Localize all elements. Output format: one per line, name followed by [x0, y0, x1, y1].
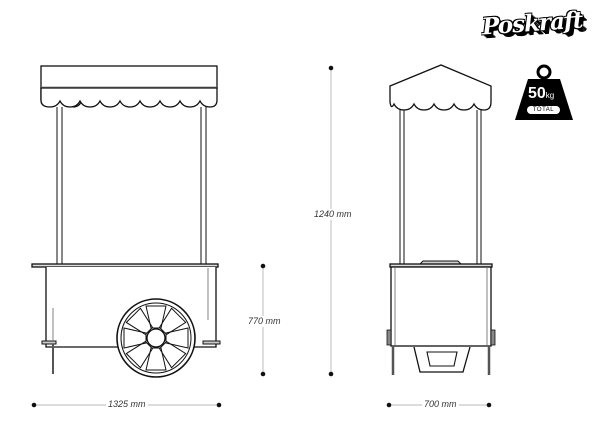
front-body	[390, 266, 492, 347]
side-counter-top	[31, 263, 219, 268]
total-height-label: 1240 mm	[312, 209, 354, 220]
counter-height-label: 770 mm	[246, 316, 283, 327]
front-width-label: 700 mm	[422, 399, 459, 410]
side-poles	[56, 107, 207, 265]
weight-unit: kg	[545, 91, 555, 100]
side-canopy	[40, 65, 218, 108]
front-poles	[399, 110, 482, 265]
weight-value: 50kg	[528, 85, 555, 102]
weight-total-label: TOTAL	[527, 106, 560, 114]
cart-front-view	[386, 64, 496, 375]
cart-side-view	[31, 65, 221, 378]
front-canopy	[389, 64, 492, 111]
side-wheel	[116, 298, 196, 378]
side-width-label: 1325 mm	[106, 399, 148, 410]
